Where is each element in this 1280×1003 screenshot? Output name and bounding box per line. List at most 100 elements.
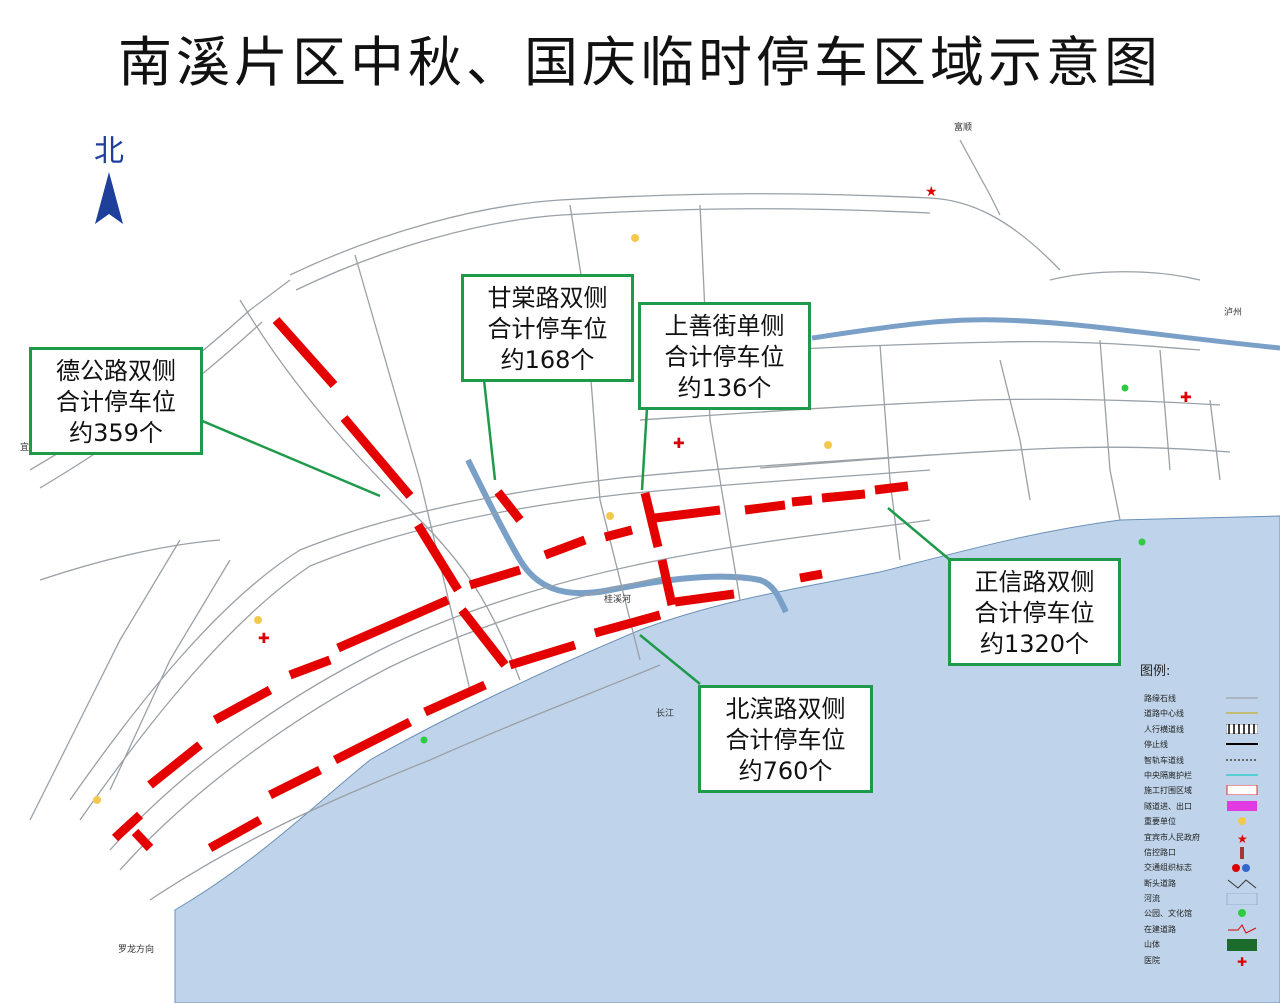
legend-item-label: 重要单位: [1144, 817, 1176, 827]
callout-line: 约1320个: [979, 630, 1090, 658]
legend-item: 重要单位: [1136, 814, 1276, 829]
callout-shangshan: 上善街单侧 合计停车位 约136个: [638, 302, 811, 410]
important-unit-marker: [606, 512, 614, 520]
legend-item-label: 停止线: [1144, 740, 1168, 750]
parking-segment: [791, 495, 813, 507]
parking-segment: [657, 559, 677, 606]
parking-segment: [332, 717, 413, 765]
parking-segment: [267, 765, 323, 800]
parking-segment: [272, 317, 338, 388]
parking-segment: [336, 595, 450, 653]
north-label: 北: [94, 134, 124, 169]
svg-text:✚: ✚: [1237, 955, 1247, 967]
legend-item: 中央隔离护栏: [1136, 768, 1276, 783]
legend-item: 医院✚: [1136, 953, 1276, 969]
parking-segment: [603, 525, 634, 542]
callout-line: 约168个: [500, 346, 595, 374]
legend-item: 隧道进、出口: [1136, 799, 1276, 814]
legend-item-label: 河流: [1144, 894, 1160, 904]
legend-item-label: 宜宾市人民政府: [1144, 832, 1200, 842]
callout-line: 正信路双侧: [974, 568, 1095, 596]
page-title: 南溪片区中秋、国庆临时停车区域示意图: [118, 31, 1162, 94]
callout-degong: 德公路双侧 合计停车位 约359个: [29, 347, 203, 455]
parking-segment: [458, 607, 509, 668]
legend-item-label: 中央隔离护栏: [1144, 770, 1192, 780]
parking-segment: [654, 505, 721, 523]
callout-zhengxin: 正信路双侧 合计停车位 约1320个: [948, 558, 1121, 666]
legend-item-label: 隧道进、出口: [1144, 801, 1192, 811]
legend-item-label: 山体: [1144, 940, 1160, 950]
callout-line: 约359个: [69, 419, 163, 447]
important-unit-marker: [631, 234, 639, 242]
parking-segment: [340, 415, 414, 499]
north-indicator: 北: [86, 126, 132, 228]
stop-line-icon: [1226, 739, 1258, 749]
river-icon: [1226, 892, 1258, 906]
place-changjiang: 长江: [656, 709, 675, 719]
parking-segment: [207, 816, 263, 852]
legend-item-label: 在建道路: [1144, 924, 1176, 934]
legend-item: 人行横道线: [1136, 722, 1276, 737]
parking-segment: [414, 522, 462, 593]
park-icon: [1226, 908, 1258, 918]
parking-segment: [494, 489, 524, 523]
place-yibin: 宜: [20, 443, 30, 453]
mountain-icon: [1226, 939, 1258, 952]
park-marker: [1138, 538, 1146, 546]
legend-item: 停止线: [1136, 737, 1276, 752]
hospital-icon: ✚: [673, 436, 685, 452]
parking-segments: [111, 317, 909, 852]
park-marker: [1121, 384, 1129, 392]
hospital-icon: ✚: [258, 631, 270, 647]
north-arrow-icon: [95, 172, 123, 224]
road-under-construction-icon: [1226, 923, 1258, 934]
legend-item: 在建道路: [1136, 922, 1276, 937]
parking-segment: [111, 811, 144, 842]
parking-segment: [593, 610, 662, 638]
legend: 图例: 路缘石线道路中心线人行横道线停止线智轨车道线中央隔离护栏施工打围区域隧道…: [1136, 660, 1276, 969]
place-luolong: 罗龙方向: [118, 945, 155, 955]
callout-line: 北滨路双侧: [725, 695, 846, 723]
parking-segment: [543, 535, 587, 560]
legend-item-label: 智轨车道线: [1144, 755, 1184, 765]
hospital-icon: ✚: [1226, 955, 1258, 969]
legend-item: 河流: [1136, 891, 1276, 906]
parking-segment: [131, 828, 154, 852]
callout-line: 约760个: [738, 757, 833, 785]
parking-segment: [874, 481, 909, 495]
park-marker: [420, 736, 428, 744]
legend-item-label: 断头道路: [1144, 878, 1176, 888]
parking-segment: [799, 569, 823, 583]
parking-segment: [508, 640, 577, 670]
important-unit-icon: [1226, 816, 1258, 826]
construction-zone-icon: [1226, 784, 1258, 796]
parking-segment: [640, 491, 663, 549]
legend-item: 信控路口: [1136, 845, 1276, 860]
legend-items: 路缘石线道路中心线人行横道线停止线智轨车道线中央隔离护栏施工打围区域隧道进、出口…: [1136, 691, 1276, 969]
callout-leaders: [199, 379, 951, 685]
legend-item: 施工打围区域: [1136, 783, 1276, 798]
center-line-icon: [1226, 708, 1258, 718]
callout-line: 合计停车位: [487, 315, 608, 343]
callout-line: 合计停车位: [974, 599, 1095, 627]
legend-item: 公园、文化馆: [1136, 906, 1276, 921]
legend-item: 山体: [1136, 937, 1276, 952]
callout-line: 上善街单侧: [664, 312, 785, 340]
legend-item-label: 交通组织标志: [1144, 863, 1192, 873]
parking-segment: [212, 686, 273, 724]
important-unit-marker: [93, 796, 101, 804]
curb-line-icon: [1226, 693, 1258, 703]
parking-segment: [423, 680, 487, 717]
government-star: ★: [925, 184, 938, 200]
callout-beibin: 北滨路双侧 合计停车位 约760个: [698, 685, 873, 793]
guixi-river: [465, 458, 789, 614]
legend-item: 宜宾市人民政府★: [1136, 830, 1276, 846]
legend-item-label: 信控路口: [1144, 847, 1176, 857]
legend-item: 道路中心线: [1136, 706, 1276, 721]
callout-line: 合计停车位: [664, 343, 785, 371]
hospital-icon: ✚: [1180, 390, 1192, 406]
legend-item: 断头道路: [1136, 876, 1276, 891]
parking-segment: [744, 500, 786, 515]
legend-item-label: 道路中心线: [1144, 709, 1184, 719]
